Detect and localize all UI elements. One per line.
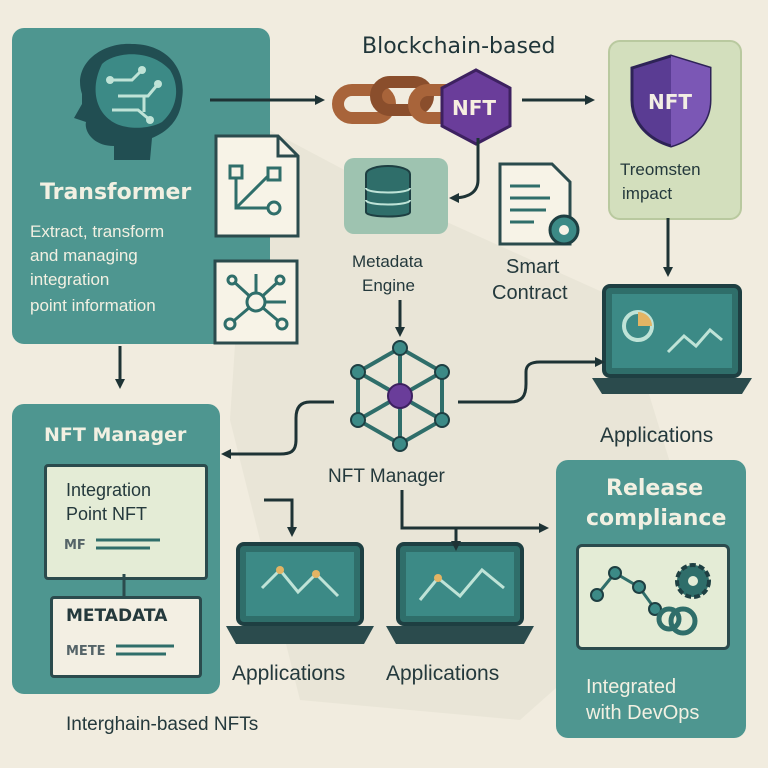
impact-text-line1: Treomsten (620, 160, 701, 179)
brain-icon (74, 43, 183, 160)
laptop-center-icon (386, 542, 534, 644)
metadata-card-tag: METE (66, 644, 106, 659)
nft-hexagon-badge (440, 68, 512, 146)
impact-text-line2: impact (622, 184, 673, 203)
arrow-manager-to-release (400, 490, 549, 533)
shield-label: NFT (648, 90, 693, 114)
release-title-line1: Release (606, 476, 704, 501)
footer-label: Interghain-based NFTs (66, 714, 259, 735)
arrow-hub-to-laptop (458, 357, 605, 404)
smart-contract-icon (498, 162, 580, 246)
transformer-desc-line4: point information (30, 296, 156, 315)
release-footer-line1: Integrated (586, 676, 677, 698)
nft-badge-label: NFT (452, 96, 497, 120)
integration-card-lines (96, 538, 160, 550)
network-document-icon (213, 259, 299, 345)
database-icon (365, 165, 411, 218)
transformer-desc-line1: Extract, transform (30, 222, 165, 241)
release-footer-line2: with DevOps (586, 702, 700, 724)
integration-card-title-line1: Integration (66, 480, 152, 500)
workflow-document-icon (214, 134, 300, 238)
nft-shield-icon (630, 54, 712, 148)
metadata-card-lines (116, 644, 174, 656)
transformer-title: Transformer (40, 180, 192, 205)
transformer-desc-line3: integration (30, 270, 110, 289)
metadata-engine-label-line2: Engine (362, 276, 415, 295)
arrow-chain-to-metadata (449, 138, 480, 203)
transformer-desc-line2: and managing (30, 246, 138, 265)
integration-card-title-line2: Point NFT (66, 504, 148, 524)
devops-icons (590, 563, 711, 636)
integration-card-tag: MF (64, 538, 86, 553)
applications-bottom-center-label: Applications (386, 662, 500, 685)
metadata-card-title: METADATA (66, 606, 168, 626)
applications-right-label: Applications (600, 424, 714, 447)
arrow-hub-to-panel (221, 400, 334, 459)
nft-manager-title: NFT Manager (44, 424, 187, 446)
metadata-engine-label-line1: Metadata (352, 252, 423, 271)
integration-point-card (44, 464, 208, 580)
metadata-card (50, 596, 202, 678)
smart-contract-label-line2: Contract (492, 282, 568, 304)
arrow-hub-to-laptop-left (264, 498, 297, 537)
laptop-left-icon (226, 542, 374, 644)
nft-manager-hub-icon (350, 340, 450, 452)
release-title-line2: compliance (586, 506, 727, 531)
applications-bottom-left-label: Applications (232, 662, 346, 685)
smart-contract-label-line1: Smart (506, 256, 560, 278)
laptop-dashboard-icon (592, 284, 752, 394)
header-title: Blockchain-based (362, 34, 556, 59)
center-hub-label: NFT Manager (328, 466, 445, 487)
